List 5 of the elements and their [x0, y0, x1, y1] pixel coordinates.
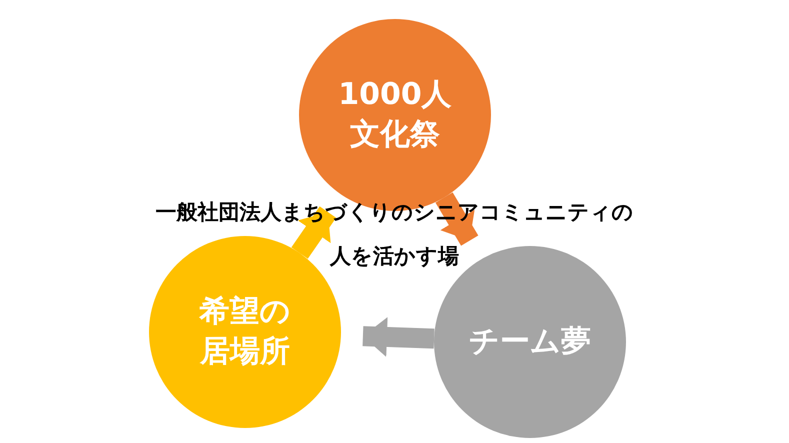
- circle-label: 1000人文化祭: [337, 76, 453, 154]
- circle-label: チーム夢: [468, 322, 592, 361]
- circle-label: 希望の居場所: [198, 292, 292, 371]
- arrow: [362, 317, 434, 357]
- arrow: [291, 206, 336, 259]
